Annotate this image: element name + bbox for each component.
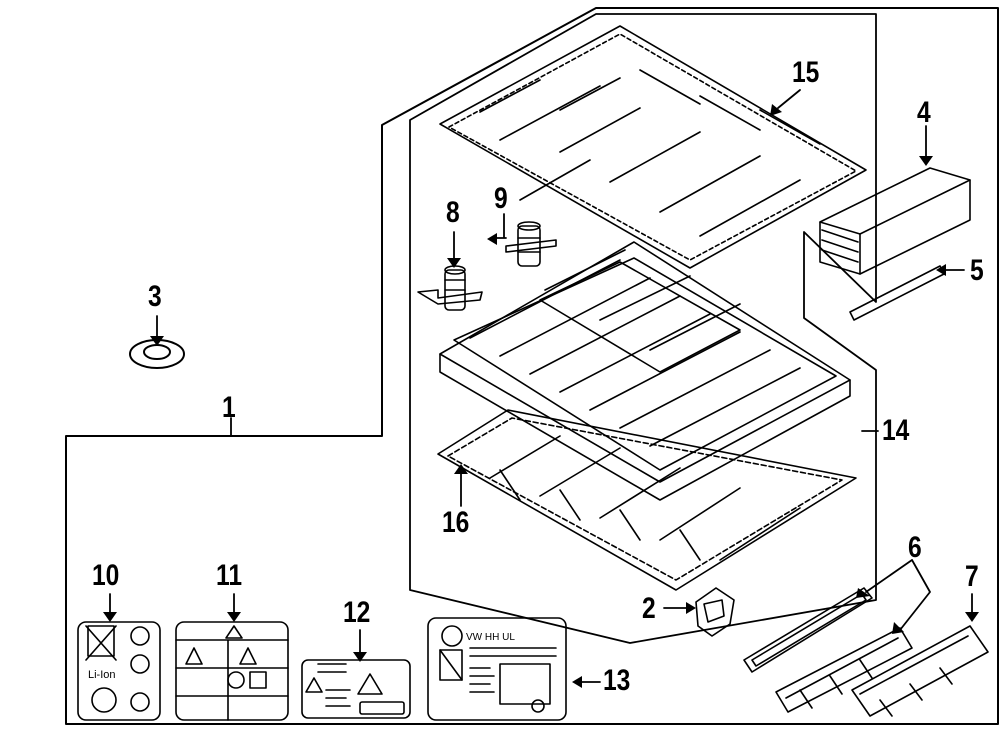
assembly-boundary-outline [65,7,999,725]
battery-module-tray [439,241,851,501]
callout-2: 2 [642,592,656,625]
label-12-warning-sticker [301,659,411,719]
callout-7: 7 [965,560,979,593]
upper-cover-plate [439,25,867,269]
callout-1: 1 [222,391,236,424]
seal-strips-part [743,587,913,713]
callout-16: 16 [442,506,470,539]
callout-10: 10 [92,559,120,592]
callout-8: 8 [446,196,460,229]
label-11-warning-sticker [175,621,289,721]
callout-4: 4 [917,96,931,129]
callout-11: 11 [216,559,243,592]
bracket-part [851,625,989,717]
fastener-part [505,221,557,267]
callout-14: 14 [882,414,910,447]
callout-3: 3 [148,280,162,313]
callout-6: 6 [908,531,922,564]
stud-bolt-part [417,265,483,311]
li-ion-text: Li-Ion [88,669,116,681]
callout-12: 12 [343,596,371,629]
battery-housing-group-outline [409,13,877,644]
label-10-warning-sticker [77,621,161,721]
lower-tray [437,409,857,591]
callout-15: 15 [792,56,820,89]
type-plate-header-text: VW HH UL [466,632,515,643]
callout-5: 5 [970,254,984,287]
connector-part [695,587,735,637]
insulation-strip-part [849,265,945,321]
callout-arrowheads [103,104,979,688]
battery-module-part [819,167,971,275]
callout-9: 9 [494,182,508,215]
callout-13: 13 [603,664,631,697]
label-13-type-plate [427,617,567,721]
